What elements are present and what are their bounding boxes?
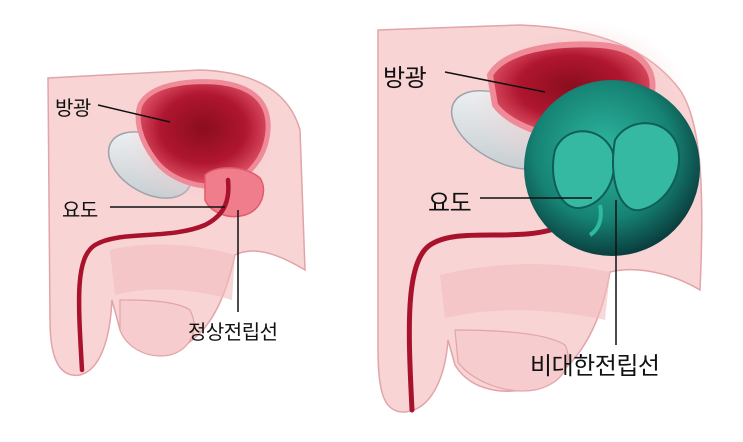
left-bladder-pointer (97, 104, 171, 123)
left-bladder (135, 79, 271, 189)
right-bladder-pointer (444, 71, 546, 93)
left-urethra-label: 요도 (62, 198, 98, 222)
right-prostate-label: 비대한전립선 (530, 352, 660, 380)
left-urethra (76, 177, 231, 373)
right-bladder-label: 방광 (383, 64, 427, 92)
right-panel (377, 20, 703, 413)
right-urethra-label: 요도 (428, 189, 472, 217)
left-panel (47, 69, 306, 376)
left-bladder-label: 방광 (55, 96, 91, 120)
left-prostate-label: 정상전립선 (188, 320, 278, 344)
left-prostate-normal (204, 167, 265, 218)
